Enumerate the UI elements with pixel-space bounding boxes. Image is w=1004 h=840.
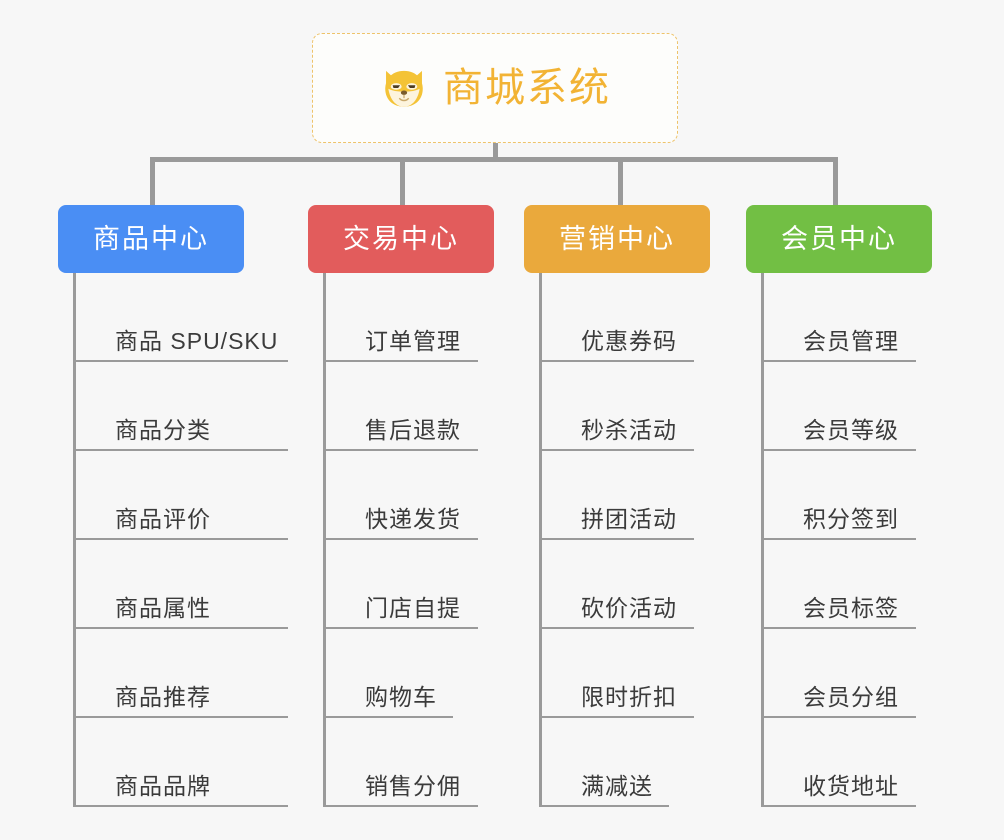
connector-spine-1: [323, 273, 326, 807]
sub-item-label: 商品推荐: [115, 684, 211, 710]
connector-spine-2: [539, 273, 542, 807]
category-header-trade-center[interactable]: 交易中心: [308, 205, 494, 273]
sub-item-label: 商品 SPU/SKU: [115, 328, 279, 354]
sub-item-label: 商品分类: [115, 417, 211, 443]
shiba-dog-face-icon: [385, 70, 423, 107]
sub-item-express-shipping[interactable]: 快递发货: [323, 451, 538, 540]
sub-item-flash-sale[interactable]: 秒杀活动: [539, 362, 746, 451]
sub-item-member-management[interactable]: 会员管理: [761, 273, 962, 362]
sub-item-sales-commission[interactable]: 销售分佣: [323, 718, 538, 807]
sub-item-order-management[interactable]: 订单管理: [323, 273, 538, 362]
sub-item-label: 商品评价: [115, 506, 211, 532]
sub-item-shipping-address[interactable]: 收货地址: [761, 718, 962, 807]
connector-drop-0: [150, 160, 155, 207]
sub-item-label: 商品品牌: [115, 773, 211, 799]
sub-item-label: 快递发货: [365, 506, 461, 532]
sub-item-product-category[interactable]: 商品分类: [73, 362, 320, 451]
sub-item-group-buy[interactable]: 拼团活动: [539, 451, 746, 540]
sub-item-product-recommend[interactable]: 商品推荐: [73, 629, 320, 718]
sub-item-product-attribute[interactable]: 商品属性: [73, 540, 320, 629]
sub-item-list-member-center: 会员管理 会员等级 积分签到 会员标签 会员分组 收货地址: [761, 273, 962, 807]
category-header-product-center[interactable]: 商品中心: [58, 205, 244, 273]
sub-item-points-checkin[interactable]: 积分签到: [761, 451, 962, 540]
sub-item-shopping-cart[interactable]: 购物车: [323, 629, 538, 718]
connector-drop-3: [833, 160, 838, 207]
sub-item-label: 会员等级: [803, 417, 899, 443]
category-label: 营销中心: [559, 223, 675, 254]
sub-item-label: 销售分佣: [365, 773, 461, 799]
sub-item-list-marketing-center: 优惠券码 秒杀活动 拼团活动 砍价活动 限时折扣 满减送: [539, 273, 746, 807]
sub-item-label: 收货地址: [803, 773, 899, 799]
connector-root-stem: [493, 143, 498, 159]
branch-column-member-center: 会员中心 会员管理 会员等级 积分签到 会员标签 会员分组 收货地址: [746, 205, 962, 807]
sub-item-label: 砍价活动: [581, 595, 677, 621]
sub-item-label: 购物车: [365, 684, 437, 710]
sub-item-limited-discount[interactable]: 限时折扣: [539, 629, 746, 718]
sub-item-label: 满减送: [581, 773, 653, 799]
category-label: 会员中心: [781, 223, 897, 254]
sub-item-coupon-code[interactable]: 优惠券码: [539, 273, 746, 362]
branch-column-product-center: 商品中心 商品 SPU/SKU 商品分类 商品评价 商品属性 商品推荐 商品品牌: [58, 205, 320, 807]
sub-item-label: 限时折扣: [581, 684, 677, 710]
category-header-marketing-center[interactable]: 营销中心: [524, 205, 710, 273]
sub-item-label: 优惠券码: [581, 328, 677, 354]
sub-item-product-spu-sku[interactable]: 商品 SPU/SKU: [73, 273, 320, 362]
sub-item-label: 门店自提: [365, 595, 461, 621]
sub-item-bargain-activity[interactable]: 砍价活动: [539, 540, 746, 629]
connector-spine-3: [761, 273, 764, 807]
category-label: 商品中心: [93, 223, 209, 254]
sub-item-product-brand[interactable]: 商品品牌: [73, 718, 320, 807]
sub-item-label: 会员管理: [803, 328, 899, 354]
branch-column-trade-center: 交易中心 订单管理 售后退款 快递发货 门店自提 购物车 销售分佣: [308, 205, 538, 807]
sub-item-label: 会员标签: [803, 595, 899, 621]
sub-item-after-sales-refund[interactable]: 售后退款: [323, 362, 538, 451]
sub-item-label: 拼团活动: [581, 506, 677, 532]
category-label: 交易中心: [343, 223, 459, 254]
category-header-member-center[interactable]: 会员中心: [746, 205, 932, 273]
sub-item-list-product-center: 商品 SPU/SKU 商品分类 商品评价 商品属性 商品推荐 商品品牌: [73, 273, 320, 807]
sub-item-member-level[interactable]: 会员等级: [761, 362, 962, 451]
sub-item-member-group[interactable]: 会员分组: [761, 629, 962, 718]
branch-column-marketing-center: 营销中心 优惠券码 秒杀活动 拼团活动 砍价活动 限时折扣 满减送: [524, 205, 746, 807]
sub-item-member-tag[interactable]: 会员标签: [761, 540, 962, 629]
sub-item-store-pickup[interactable]: 门店自提: [323, 540, 538, 629]
sub-item-product-review[interactable]: 商品评价: [73, 451, 320, 540]
connector-drop-2: [618, 160, 623, 207]
connector-drop-1: [400, 160, 405, 207]
sub-item-label: 会员分组: [803, 684, 899, 710]
sub-item-label: 商品属性: [115, 595, 211, 621]
connector-horizontal-bus: [150, 157, 838, 162]
sub-item-list-trade-center: 订单管理 售后退款 快递发货 门店自提 购物车 销售分佣: [323, 273, 538, 807]
sub-item-full-reduction-gift[interactable]: 满减送: [539, 718, 746, 807]
sub-item-label: 积分签到: [803, 506, 899, 532]
sub-item-label: 秒杀活动: [581, 417, 677, 443]
connector-spine-0: [73, 273, 76, 807]
sub-item-label: 订单管理: [365, 328, 461, 354]
sub-item-label: 售后退款: [365, 417, 461, 443]
root-node-shop-system[interactable]: 商城系统: [312, 33, 678, 143]
root-title: 商城系统: [443, 66, 611, 110]
